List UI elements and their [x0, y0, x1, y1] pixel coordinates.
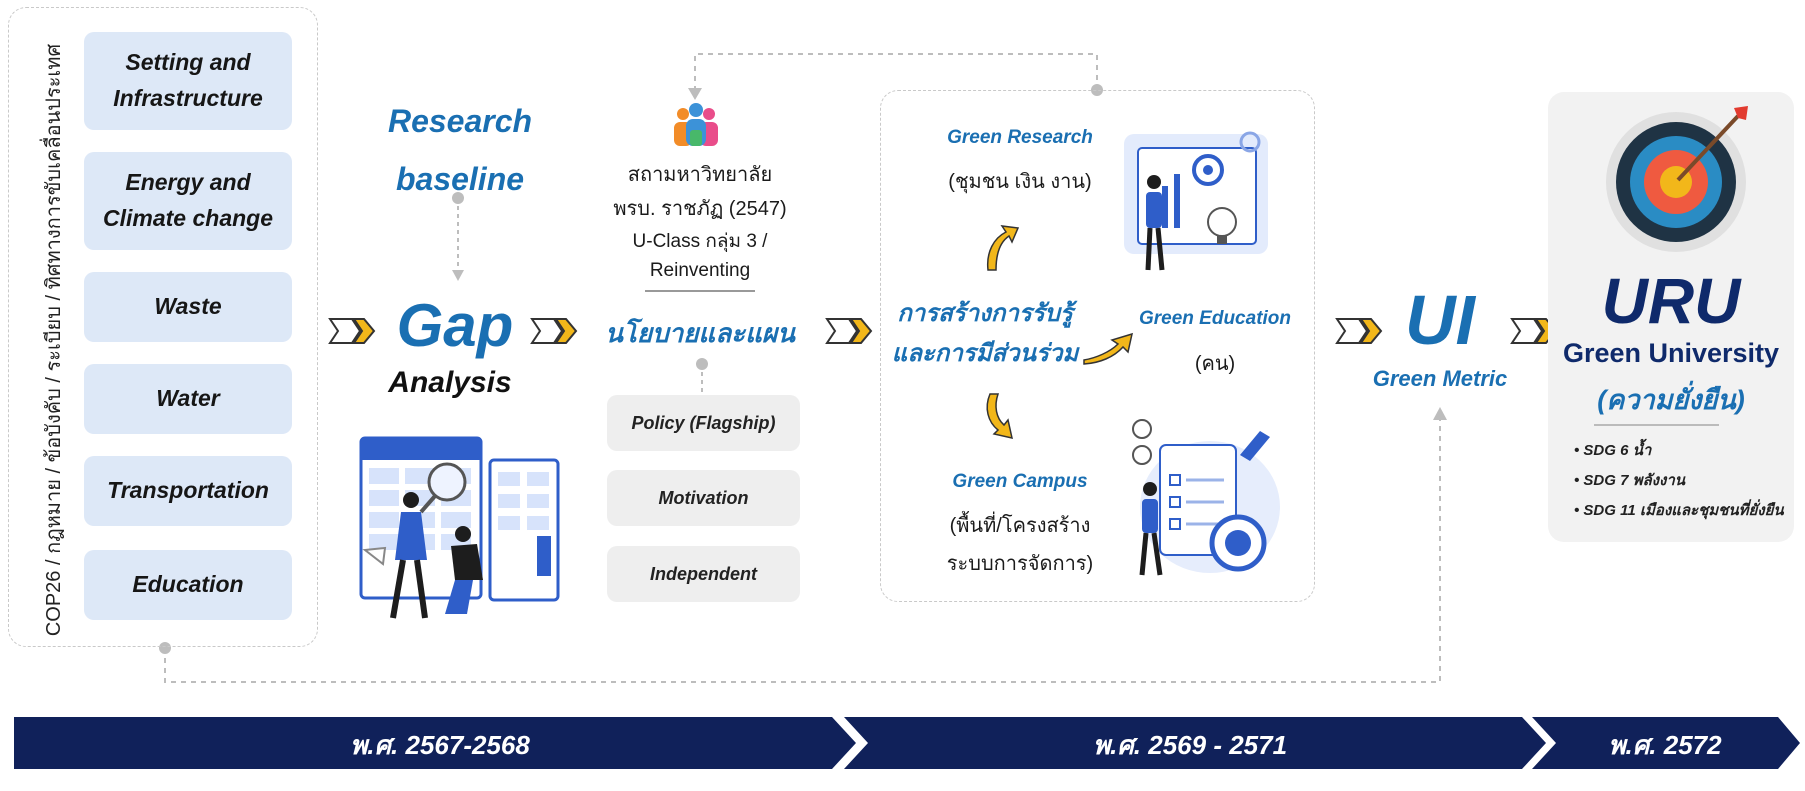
curved-arrow-up-icon	[986, 225, 1020, 271]
category-water: Water	[84, 364, 292, 434]
university-divider	[645, 290, 755, 292]
connector-dot	[159, 642, 171, 654]
sdg-list: • SDG 6 น้ำ • SDG 7 พลังงาน • SDG 11 เมื…	[1574, 438, 1789, 528]
category-education: Education	[84, 550, 292, 620]
chevron-arrow-icon	[530, 318, 578, 344]
gap-analysis-illustration	[359, 436, 560, 619]
ui-title: UI	[1405, 281, 1475, 359]
timeline-phase-2: พ.ศ. 2569 - 2571	[1092, 730, 1288, 760]
goal-line-1: Green University	[1562, 338, 1780, 368]
gap-subtitle: Analysis	[388, 366, 512, 399]
category-energy: Energy and Climate change	[84, 152, 292, 250]
people-group-icon	[674, 103, 718, 146]
policy-flagship-pill: Policy (Flagship)	[607, 395, 800, 451]
green-programs-panel	[880, 90, 1315, 602]
green-research-subtitle: (ชุมชน เงิน งาน)	[948, 171, 1092, 193]
timeline-phase-1: พ.ศ. 2567-2568	[350, 730, 530, 760]
green-education-title: Green Education	[1138, 308, 1292, 329]
ui-subtitle: Green Metric	[1372, 366, 1508, 391]
green-campus-subtitle-2: ระบบการจัดการ)	[946, 553, 1094, 575]
green-education-subtitle: (คน)	[1194, 353, 1236, 375]
context-side-label: COP26 / กฎหมาย / ข้อบังคับ / ระเบียบ / ท…	[43, 43, 65, 637]
green-research-illustration	[1124, 131, 1268, 271]
goal-divider	[1594, 424, 1719, 426]
curved-arrow-down-icon	[986, 393, 1013, 439]
research-baseline-title: Research baseline	[387, 103, 533, 197]
gap-title: Gap	[396, 292, 514, 359]
university-line-2: พรบ. ราชภัฏ (2547)	[613, 198, 787, 220]
green-campus-subtitle-1: (พื้นที่/โครงสร้าง	[949, 515, 1091, 537]
goal-line-2: (ความยั่งยืน)	[1597, 385, 1745, 415]
category-waste: Waste	[84, 272, 292, 342]
awareness-line-1: การสร้างการรับรู้	[897, 300, 1073, 327]
chevron-arrow-icon	[825, 318, 873, 344]
connector-dot	[696, 358, 708, 370]
sdg-item: • SDG 6 น้ำ	[1574, 442, 1652, 459]
green-campus-title: Green Campus	[952, 471, 1088, 492]
context-panel	[8, 7, 318, 647]
sdg-item: • SDG 11 เมืองและชุมชนที่ยั่งยืน	[1574, 502, 1784, 519]
target-icon	[1606, 106, 1748, 252]
university-line-3: U-Class กลุ่ม 3 /	[632, 231, 768, 252]
chevron-arrow-icon	[1510, 318, 1558, 344]
timeline-band	[14, 717, 1800, 769]
green-campus-illustration	[1132, 419, 1280, 576]
goal-title: URU	[1601, 265, 1741, 337]
category-setting: Setting and Infrastructure	[84, 32, 292, 130]
green-research-title: Green Research	[947, 127, 1093, 148]
university-line-4: Reinventing	[649, 260, 751, 281]
connector-dot	[452, 192, 464, 204]
awareness-line-2: และการมีส่วนร่วม	[891, 340, 1079, 367]
sdg-item: • SDG 7 พลังงาน	[1574, 472, 1686, 489]
policy-title: นโยบายและแผน	[605, 318, 795, 348]
chevron-arrow-icon	[328, 318, 376, 344]
policy-motivation-pill: Motivation	[607, 470, 800, 526]
timeline-phase-3: พ.ศ. 2572	[1608, 730, 1722, 760]
university-line-1: สถามหาวิทยาลัย	[627, 164, 773, 186]
policy-independent-pill: Independent	[607, 546, 800, 602]
category-transportation: Transportation	[84, 456, 292, 526]
curved-arrow-right-icon	[1083, 332, 1134, 365]
chevron-arrow-icon	[1335, 318, 1383, 344]
